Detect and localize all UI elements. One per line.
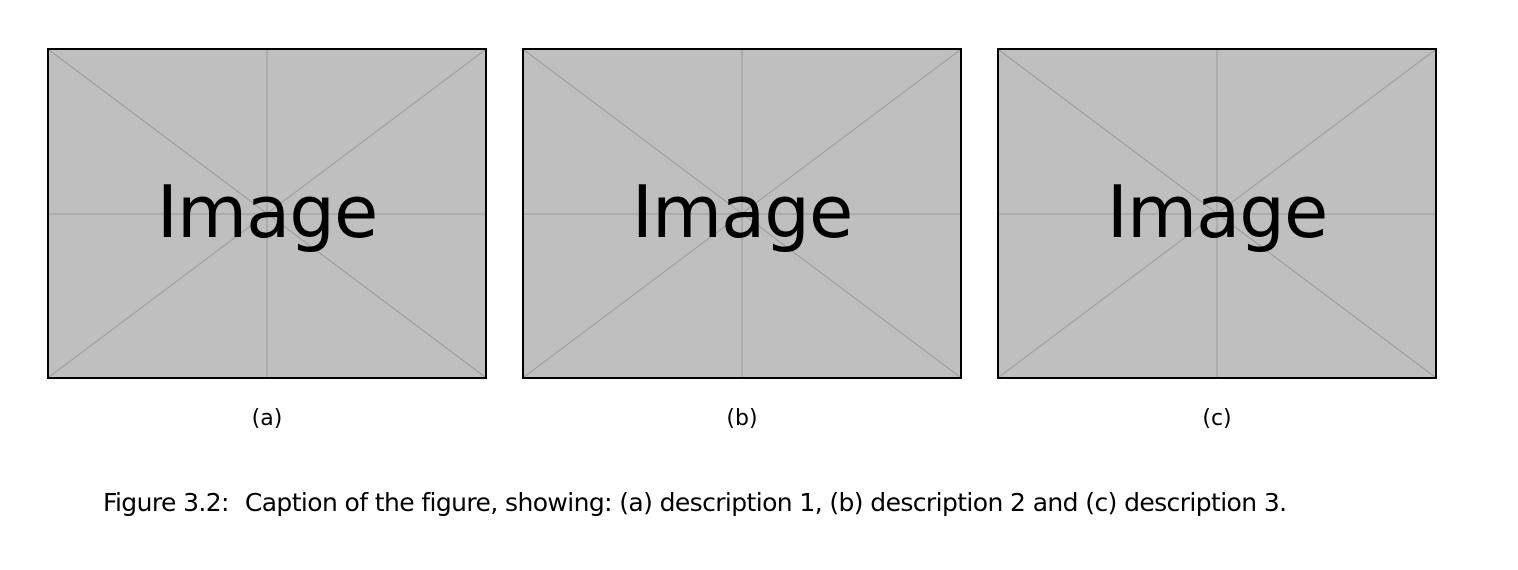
- placeholder-text: Image: [156, 170, 379, 254]
- subfigure-b: Image (b): [522, 48, 962, 431]
- caption-text: Caption of the figure, showing: (a) desc…: [244, 488, 1287, 517]
- subfigure-label: (c): [1202, 406, 1232, 431]
- placeholder-text: Image: [631, 170, 854, 254]
- subfigure-c: Image (c): [997, 48, 1437, 431]
- image-placeholder: Image: [47, 48, 487, 379]
- figure-caption: Figure 3.2: Caption of the figure, showin…: [103, 486, 1483, 520]
- subfigure-a: Image (a): [47, 48, 487, 431]
- subfigure-label: (b): [726, 406, 758, 431]
- image-placeholder: Image: [522, 48, 962, 379]
- placeholder-cross-lines: [49, 50, 485, 377]
- placeholder-cross-lines: [524, 50, 960, 377]
- placeholder-cross-lines: [999, 50, 1435, 377]
- image-placeholder: Image: [997, 48, 1437, 379]
- placeholder-text: Image: [1106, 170, 1329, 254]
- subfigure-label: (a): [251, 406, 283, 431]
- figure-number: Figure 3.2:: [103, 488, 229, 517]
